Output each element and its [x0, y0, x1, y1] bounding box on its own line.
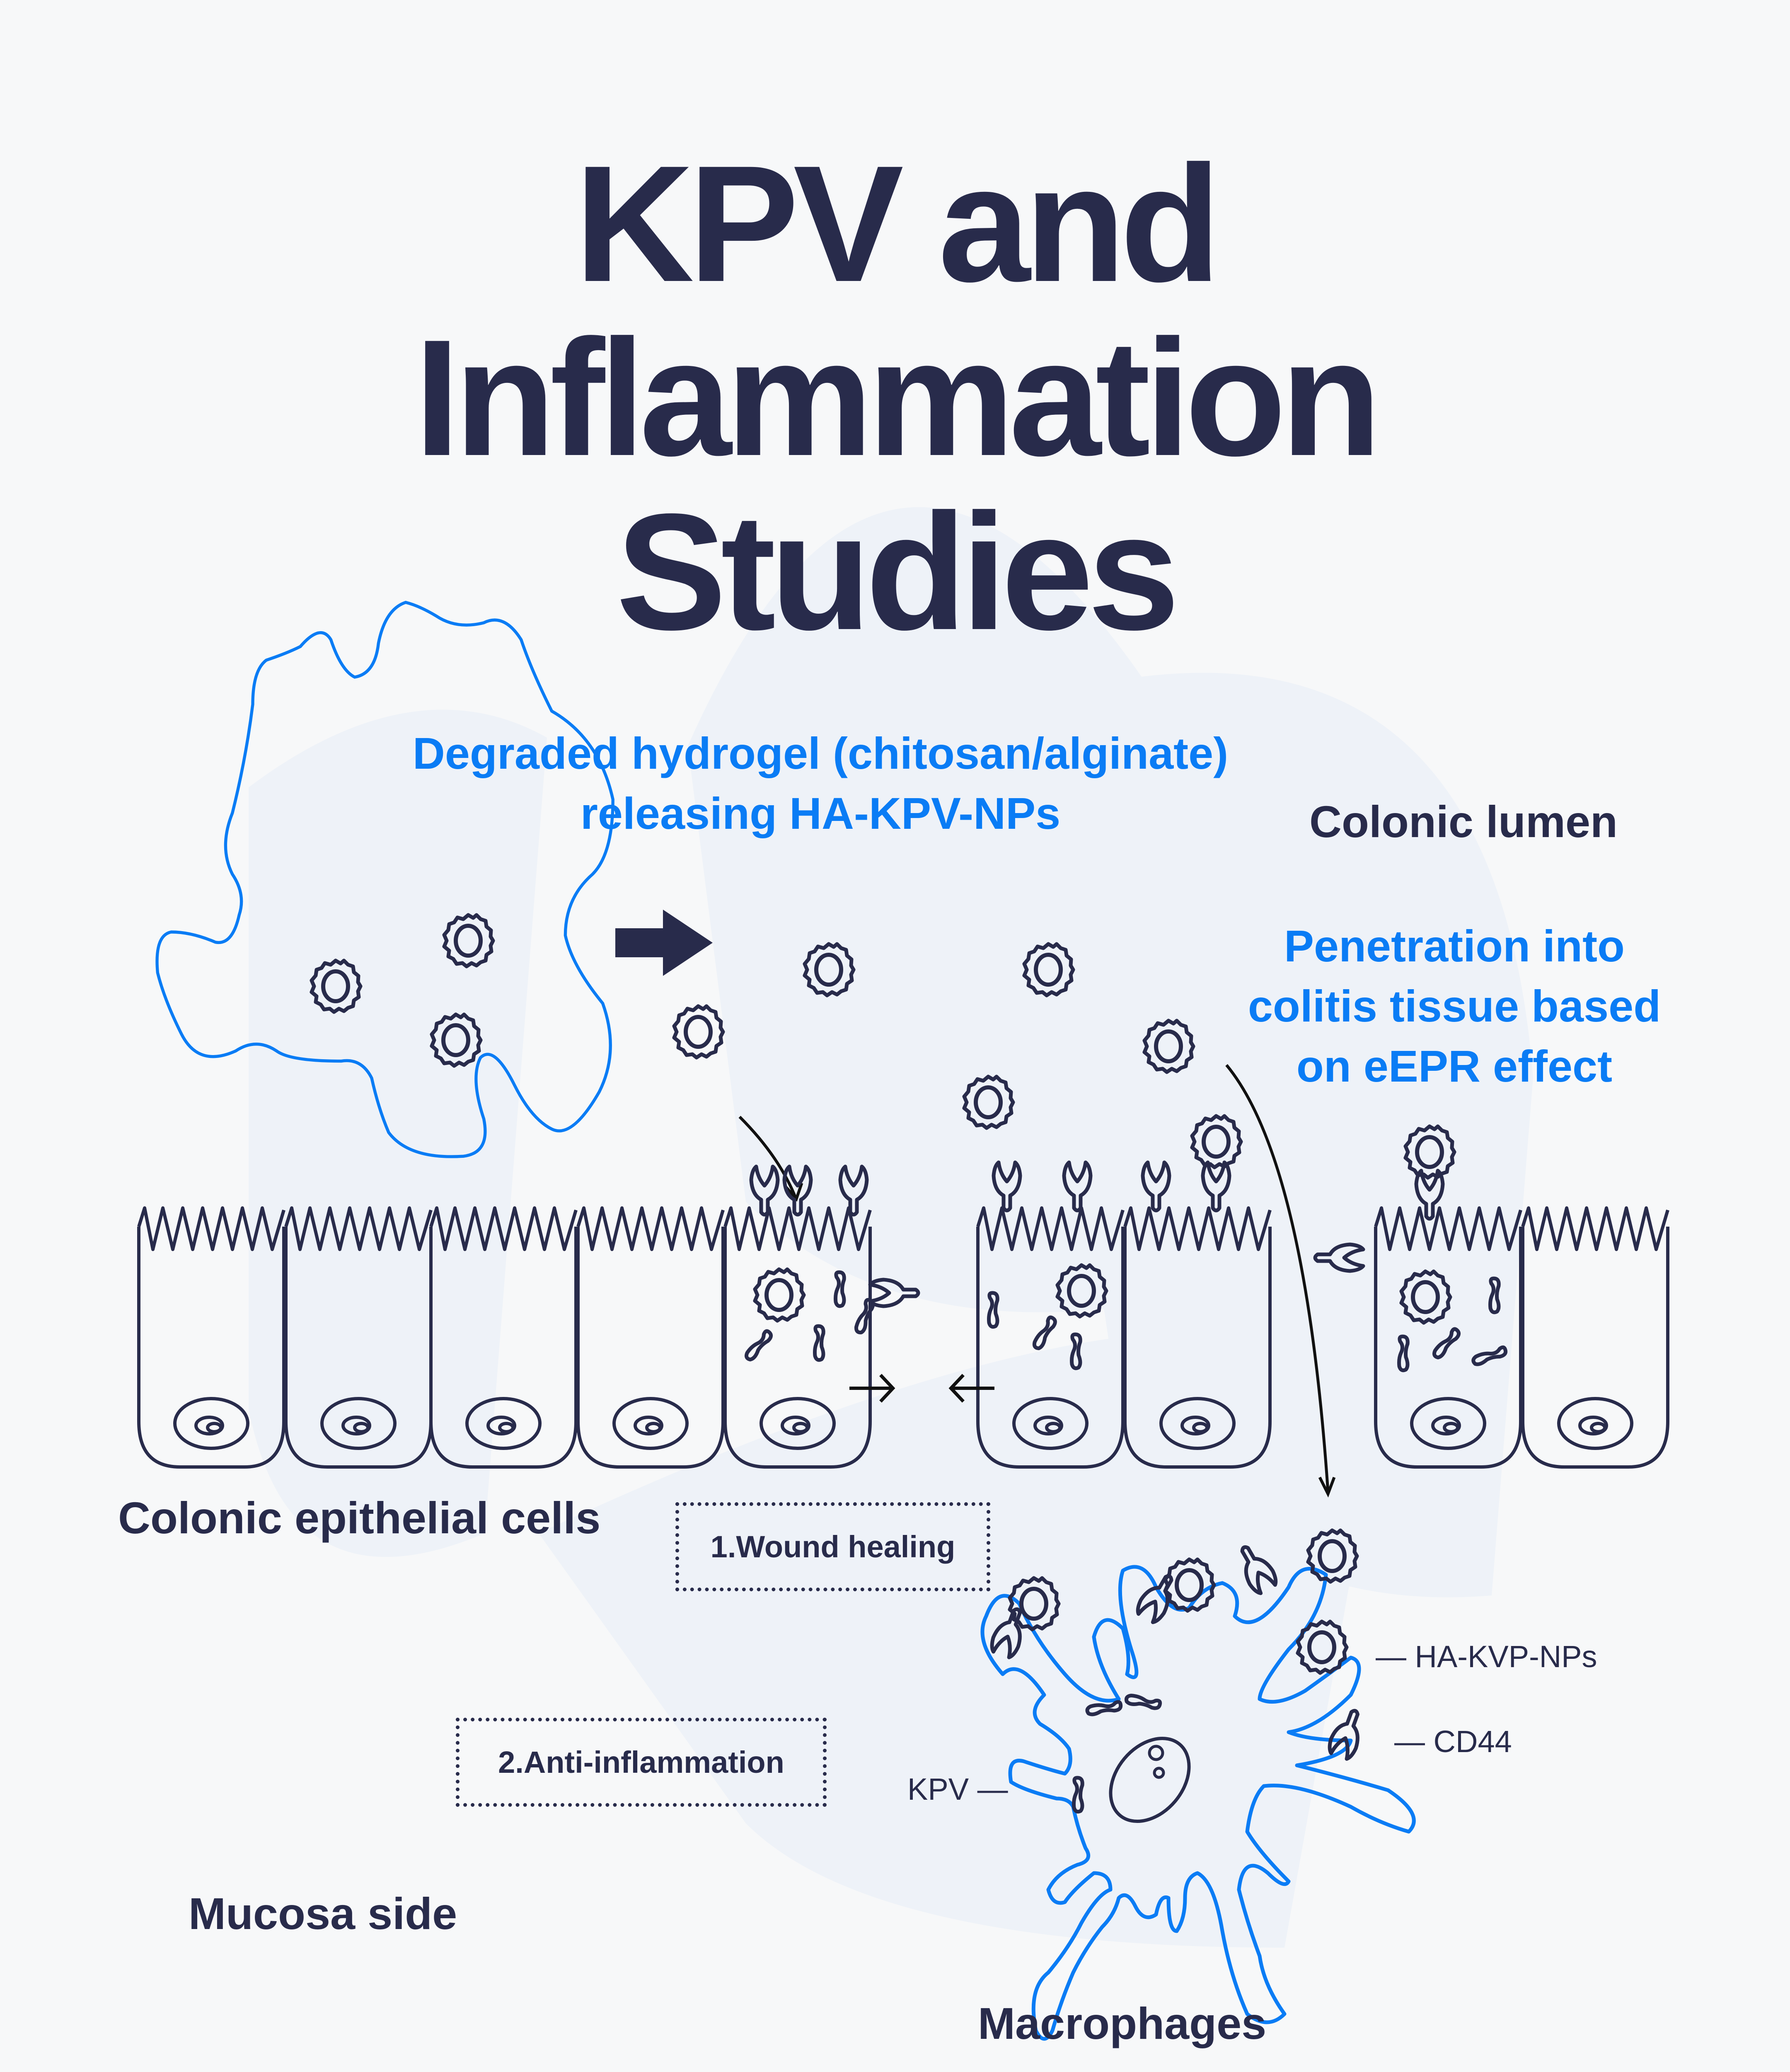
macrophages-label: Macrophages: [978, 1998, 1267, 2048]
epithelial-cells-label: Colonic epithelial cells: [118, 1493, 601, 1543]
legend-nanoparticle: — HA-KVP-NPs: [1376, 1639, 1597, 1674]
anti-inflammation-label: 2.Anti-inflammation: [498, 1745, 784, 1779]
page-title: KPV and Inflammation Studies: [0, 137, 1790, 659]
penetration-label-line-1: Penetration into: [1284, 921, 1625, 971]
title-line-1: KPV and: [574, 131, 1222, 316]
penetration-label: Penetration into colitis tissue based on…: [1226, 916, 1682, 1096]
watermark-logo: [249, 507, 1533, 1948]
uptake-arrow-icon: [738, 1116, 803, 1202]
penetration-arrow-icon: [1225, 1064, 1336, 1498]
macrophage-icon: [980, 1565, 1416, 2041]
hydrogel-blob-icon: [155, 600, 614, 1158]
mucosa-side-label: Mucosa side: [189, 1888, 457, 1939]
colonic-lumen-label: Colonic lumen: [1309, 796, 1618, 847]
legend-kpv: KPV —: [907, 1772, 1008, 1806]
wound-healing-box: 1.Wound healing: [675, 1502, 990, 1591]
hydrogel-label: Degraded hydrogel (chitosan/alginate) re…: [0, 723, 1641, 843]
hydrogel-label-line-2: releasing HA-KPV-NPs: [580, 788, 1061, 838]
migration-arrows-icon: [849, 1374, 994, 1403]
penetration-label-line-2: colitis tissue based: [1248, 981, 1661, 1031]
title-line-3: Studies: [616, 479, 1180, 664]
hydrogel-label-line-1: Degraded hydrogel (chitosan/alginate): [412, 728, 1229, 778]
wound-healing-label: 1.Wound healing: [710, 1530, 955, 1564]
title-line-2: Inflammation: [414, 305, 1381, 490]
penetration-label-line-3: on eEPR effect: [1296, 1041, 1613, 1091]
epithelial-cell: [578, 1208, 723, 1467]
release-arrow-icon: [615, 910, 713, 976]
epithelial-cell: [1523, 1208, 1668, 1467]
legend-cd44: — CD44: [1394, 1724, 1512, 1759]
anti-inflammation-box: 2.Anti-inflammation: [456, 1718, 827, 1807]
cd44-legend-icon: [1326, 1706, 1368, 1761]
